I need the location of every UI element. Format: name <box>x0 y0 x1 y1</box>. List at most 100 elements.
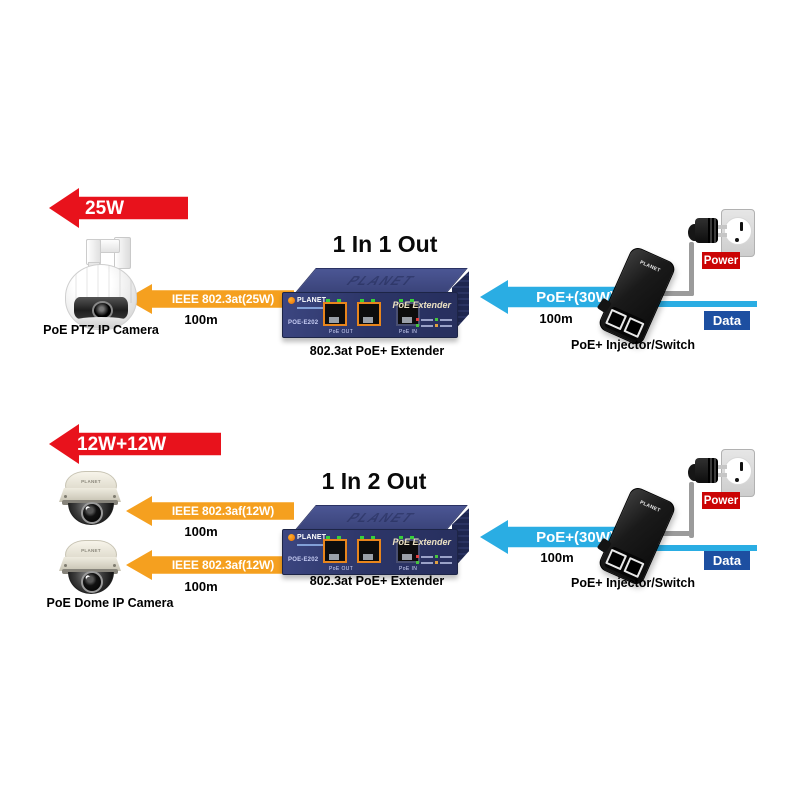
uplink-distance-2: 100m <box>540 550 574 565</box>
rj45-port-poe-out-1 <box>323 536 347 563</box>
injector-rj45-port-2 <box>622 556 645 579</box>
dome-brand-text: PLANET <box>81 548 101 553</box>
poe-out-port-label: PoE OUT <box>329 329 354 335</box>
extender-caption-1: 802.3at PoE+ Extender <box>309 344 445 358</box>
plug-prong <box>717 225 727 229</box>
injector-port-panel <box>603 306 646 341</box>
poe-link-arrow-2b: IEEE 802.3af(12W) <box>126 550 294 580</box>
poe-link-standard-2a: IEEE 802.3af(12W) <box>171 504 275 518</box>
injector-rj45-port-1 <box>605 308 627 331</box>
extender-top-face: PLANET <box>294 268 468 294</box>
poe-out-port-label: PoE OUT <box>329 566 354 572</box>
plug-prong <box>717 473 727 477</box>
injector-body: PLANET <box>596 245 678 347</box>
plug-collar <box>708 218 718 243</box>
power-cable-horizontal-1 <box>656 291 694 296</box>
extender-panel-label: PoE Extender <box>392 537 451 547</box>
poe-link-standard-1: IEEE 802.3at(25W) <box>171 292 275 306</box>
injector-caption-2: PoE+ Injector/Switch <box>571 576 695 590</box>
data-tag-1: Data <box>704 311 750 330</box>
delivered-power-label-2: 12W+12W <box>77 433 167 455</box>
delivered-power-label-1: 25W <box>85 197 125 219</box>
power-cable-vertical-2 <box>689 482 694 538</box>
injector-rj45-port-1 <box>605 548 627 571</box>
dome-camera-caption: PoE Dome IP Camera <box>46 596 174 610</box>
planet-globe-icon <box>288 534 295 541</box>
dome-lens <box>81 571 103 593</box>
injector-body: PLANET <box>596 485 678 587</box>
injector-brand-text: PLANET <box>638 259 662 274</box>
data-line-1 <box>601 301 757 307</box>
power-cable-horizontal-2 <box>656 531 694 536</box>
led-legend <box>416 555 452 564</box>
injector-rj45-port-2 <box>622 316 645 339</box>
delivered-power-arrow-2: 12W+12W <box>49 424 221 464</box>
poe-in-port-label: PoE IN <box>399 329 418 335</box>
extender-caption-2: 802.3at PoE+ Extender <box>309 574 445 588</box>
planet-brand-text: PLANET <box>297 297 327 304</box>
led-legend <box>416 318 452 327</box>
rj45-port-poe-out-2 <box>357 299 381 326</box>
planet-brand-text: PLANET <box>297 534 327 541</box>
rj45-port-poe-in <box>396 299 420 326</box>
dome-lens <box>81 502 103 524</box>
outlet-ground-hole <box>735 478 739 482</box>
poe-link-arrow-2a: IEEE 802.3af(12W) <box>126 496 294 526</box>
wall-outlet-1 <box>721 209 755 257</box>
planet-tagline-bar <box>297 544 323 546</box>
poe-link-distance-1: 100m <box>184 312 218 327</box>
dome-skirt <box>59 488 121 502</box>
dome-screw <box>113 495 116 498</box>
poe-injector-device-1: PLANET <box>592 245 680 347</box>
dome-ip-camera-1: PLANET <box>58 471 122 525</box>
extender-emboss-text: PLANET <box>343 510 420 525</box>
uplink-label-2: PoE+(30W) <box>536 528 615 546</box>
poe-link-distance-2a: 100m <box>184 524 218 539</box>
planet-logo: PLANET <box>288 534 326 541</box>
data-line-2 <box>601 545 757 551</box>
poe-link-standard-2b: IEEE 802.3af(12W) <box>171 558 275 572</box>
plug-collar <box>708 458 718 483</box>
extender-model-text: POE-E202 <box>288 557 319 563</box>
ptz-dome-housing <box>65 264 137 330</box>
poe-extender-device-1: PLANET PLANET POE-E202 PoE OUT PoE IN Po… <box>282 266 470 338</box>
poe-in-port-label: PoE IN <box>399 566 418 572</box>
uplink-distance-1: 100m <box>539 311 573 326</box>
outlet-slot <box>740 462 743 471</box>
data-tag-2: Data <box>704 551 750 570</box>
rj45-port-poe-out-1 <box>323 299 347 326</box>
extender-front-panel: PLANET POE-E202 PoE OUT PoE IN PoE Exten… <box>282 529 458 575</box>
rj45-port-poe-in <box>396 536 420 563</box>
poe-link-arrow-1: IEEE 802.3at(25W) <box>126 284 294 314</box>
extender-emboss-text: PLANET <box>343 273 420 288</box>
power-cable-vertical-1 <box>689 242 694 296</box>
planet-globe-icon <box>288 297 295 304</box>
extender-model-text: POE-E202 <box>288 320 319 326</box>
poe-link-distance-2b: 100m <box>184 579 218 594</box>
rj45-port-poe-out-2 <box>357 536 381 563</box>
power-plug-2 <box>688 455 728 487</box>
extender-panel-label: PoE Extender <box>392 300 451 310</box>
dome-screw <box>113 564 116 567</box>
dome-screw <box>64 564 67 567</box>
ptz-camera-caption: PoE PTZ IP Camera <box>43 323 159 337</box>
dome-screw <box>64 495 67 498</box>
scenario-1-title: 1 In 1 Out <box>332 231 438 257</box>
outlet-ground-hole <box>735 238 739 242</box>
power-tag-2: Power <box>702 492 740 509</box>
ptz-bottom-rim <box>70 317 132 328</box>
poe-extender-device-2: PLANET PLANET POE-E202 PoE OUT PoE IN Po… <box>282 503 470 575</box>
uplink-label-1: PoE+(30W) <box>536 288 615 306</box>
dome-brand-text: PLANET <box>81 479 101 484</box>
plug-prong <box>717 233 727 237</box>
injector-brand-text: PLANET <box>638 499 662 514</box>
power-plug-1 <box>688 215 728 247</box>
injector-caption-1: PoE+ Injector/Switch <box>571 338 695 352</box>
outlet-slot <box>740 222 743 231</box>
extender-top-face: PLANET <box>294 505 468 531</box>
planet-logo: PLANET <box>288 297 326 304</box>
ptz-ip-camera <box>62 236 142 330</box>
extender-front-panel: PLANET POE-E202 PoE OUT PoE IN PoE Exten… <box>282 292 458 338</box>
dome-ip-camera-2: PLANET <box>58 540 122 594</box>
